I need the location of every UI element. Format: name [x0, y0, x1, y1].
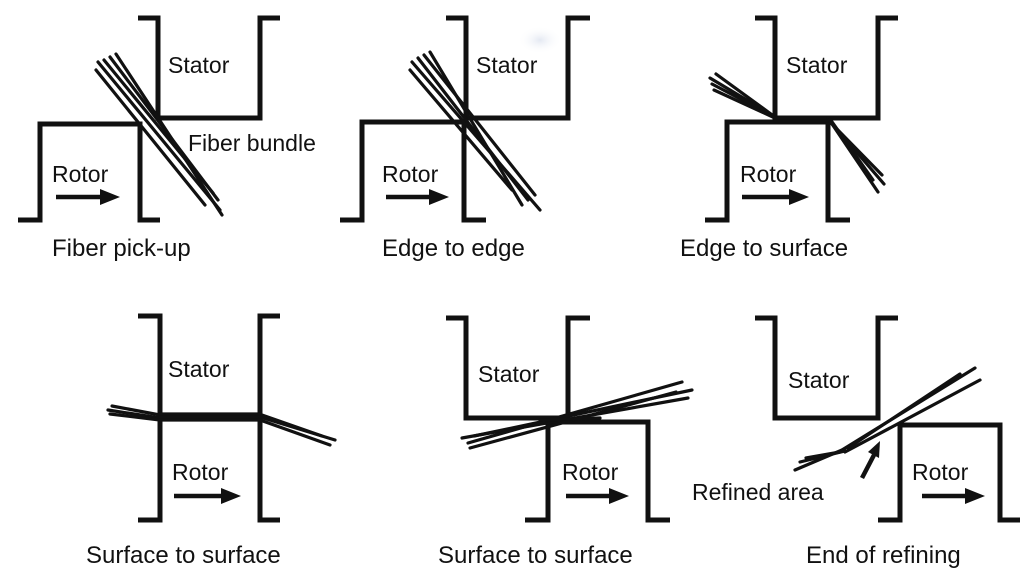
rotor-outline [18, 121, 160, 223]
fiber-bundle [94, 52, 224, 217]
rotation-arrow [742, 189, 809, 205]
caption-edge-to-surface: Edge to surface [680, 235, 848, 262]
rotor-label: Rotor [52, 161, 109, 187]
rotor-label: Rotor [562, 459, 619, 485]
caption-end-of-refining: End of refining [806, 542, 961, 569]
fiber-bundle [793, 366, 982, 472]
stator-label: Stator [476, 52, 538, 78]
stator-label: Stator [788, 367, 850, 393]
panel-surface-to-surface-2: Stator Rotor Surface to surface [438, 315, 694, 569]
rotation-arrow [174, 488, 241, 504]
stator-label: Stator [168, 356, 230, 382]
rotor-label: Rotor [912, 459, 969, 485]
refined-area-pointer [860, 441, 880, 480]
fiber-bundle [106, 404, 337, 447]
stator-outline [755, 315, 898, 421]
rotor-outline [340, 119, 486, 223]
panel-fiber-pick-up: Stator Rotor Fiber bundle Fiber pick-up [18, 15, 316, 262]
caption-surface-to-surface: Surface to surface [438, 542, 633, 569]
rotor-label: Rotor [740, 161, 797, 187]
rotor-label: Rotor [172, 459, 229, 485]
panel-edge-to-edge: Stator Rotor Edge to edge [340, 15, 590, 262]
stator-label: Stator [786, 52, 848, 78]
rotor-outline [525, 419, 670, 523]
rotor-label: Rotor [382, 161, 439, 187]
rotation-arrow [566, 488, 629, 504]
rotation-arrow [386, 189, 449, 205]
panel-surface-to-surface-1: Stator Rotor Surface to surface [86, 313, 337, 569]
caption-edge-to-edge: Edge to edge [382, 235, 525, 262]
stator-outline [446, 15, 590, 121]
panel-end-of-refining: Stator Rotor Refined area End of refinin… [692, 315, 1020, 569]
fiber-bundle-label: Fiber bundle [188, 130, 316, 156]
stator-label: Stator [478, 361, 540, 387]
panel-edge-to-surface: Stator Rotor Edge to surface [680, 15, 898, 262]
stator-label: Stator [168, 52, 230, 78]
stator-outline [138, 15, 280, 121]
rotation-arrow [56, 189, 120, 205]
caption-surface-to-surface: Surface to surface [86, 542, 281, 569]
rotor-outline [878, 422, 1020, 523]
fiber-bundle [408, 50, 542, 212]
refined-area-label: Refined area [692, 479, 824, 505]
smudge-mark [518, 26, 562, 54]
fiber-bundle [708, 72, 886, 194]
caption-fiber-pick-up: Fiber pick-up [52, 235, 191, 262]
stator-outline [446, 315, 590, 421]
rotation-arrow [922, 488, 985, 504]
fiber-bundle [460, 380, 694, 450]
